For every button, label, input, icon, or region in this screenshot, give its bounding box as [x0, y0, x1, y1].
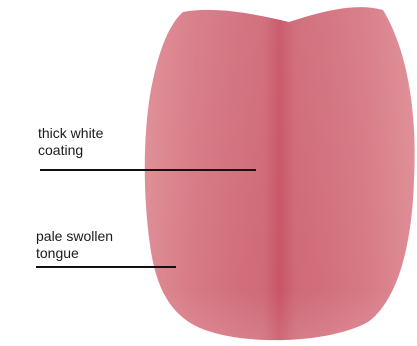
tongue-sheen	[145, 7, 415, 340]
label-thick-white-coating: thick white coating	[38, 125, 103, 159]
label-pale-swollen-tongue: pale swollen tongue	[36, 228, 113, 262]
